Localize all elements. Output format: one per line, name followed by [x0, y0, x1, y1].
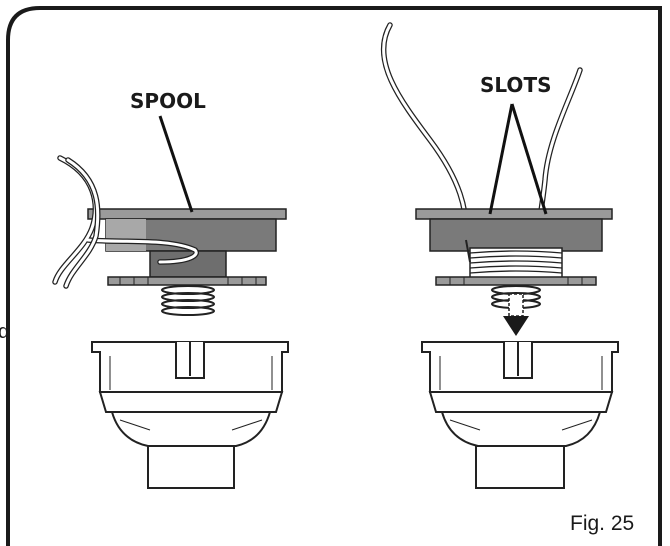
down-arrow-icon	[503, 293, 529, 336]
slots-label: SLOTS	[480, 73, 551, 97]
housing-left	[91, 341, 289, 489]
spool-bottom-flange-right	[435, 276, 597, 286]
figure-frame	[6, 6, 662, 546]
spool-top-flange	[87, 208, 287, 220]
left-assembly: SPOOL	[52, 89, 289, 489]
spool-pointer	[158, 115, 194, 213]
wound-line	[465, 239, 563, 279]
page-text-fragment: d	[0, 321, 9, 343]
slots-pointer-right	[510, 103, 548, 215]
housing-right	[421, 341, 619, 489]
spool-bottom-flange	[107, 276, 267, 286]
spool-top-flange-right	[415, 208, 613, 220]
slots-pointer-left	[488, 103, 514, 215]
spring-left	[161, 285, 215, 316]
spool-label: SPOOL	[130, 89, 206, 113]
figure-caption: Fig. 25	[570, 512, 634, 535]
right-assembly: SLOTS	[380, 22, 619, 489]
spool-hub-right	[429, 218, 603, 252]
